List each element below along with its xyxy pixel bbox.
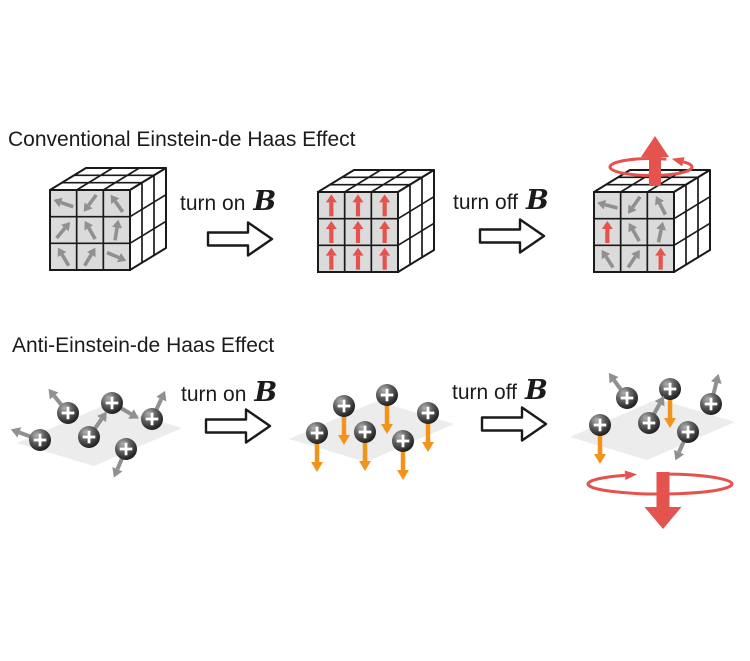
atom-plus-sign [593, 418, 607, 432]
spin-arrow-red [601, 221, 613, 243]
turn-on-text: turn on [181, 383, 247, 406]
atom-plus-sign [358, 425, 372, 439]
atom-plus-sign [119, 442, 133, 456]
rotation-ellipse [586, 470, 734, 496]
atom-plus-sign [310, 426, 324, 440]
atom-plus-sign [337, 399, 351, 413]
atom-plus-sign [620, 391, 634, 405]
transition-arrow [478, 218, 546, 254]
spin-arrow-gray [597, 199, 618, 210]
transition-arrow [204, 408, 272, 444]
atom-plus-sign [704, 397, 718, 411]
moment-arrow-orange [381, 405, 393, 434]
spin-arrow-gray [55, 221, 71, 240]
moment-arrow-orange [397, 451, 409, 480]
spin-arrow-red [379, 247, 391, 270]
atom-plus-sign [82, 430, 96, 444]
atoms-rotating [570, 372, 735, 464]
spin-arrow-red [325, 194, 337, 217]
angular-momentum-arrow [644, 472, 682, 529]
atom-plus-sign [396, 434, 410, 448]
moment-arrow-gray [48, 388, 64, 407]
atom-plus-sign [681, 425, 695, 439]
angular-momentum-indicator [586, 470, 734, 529]
field-symbol: B [526, 185, 549, 216]
spin-arrow-gray [110, 194, 125, 213]
moment-arrow-orange [338, 416, 350, 445]
spin-arrow-red [352, 194, 364, 217]
atom-plus-sign [105, 396, 119, 410]
atom-plus-sign [642, 416, 656, 430]
atom-plus-sign [380, 388, 394, 402]
moment-arrow-gray [93, 411, 107, 430]
spin-arrow-gray [57, 247, 71, 267]
spin-arrow-gray [112, 219, 122, 241]
spin-arrow-gray [84, 220, 97, 240]
atom-plus-sign [33, 433, 47, 447]
moment-arrow-gray [674, 440, 686, 461]
spin-arrow-red [379, 221, 391, 243]
moment-arrow-gray [652, 395, 665, 416]
field-symbol: B [525, 375, 548, 406]
cube-random-spins [49, 167, 167, 271]
moment-arrow-orange [594, 435, 606, 464]
cube-aligned-spins [317, 169, 435, 273]
moment-arrow-orange [422, 423, 434, 452]
spin-arrow-red [379, 194, 391, 217]
row1-turn-on-label: turn on B [180, 188, 276, 216]
spin-arrow-gray [106, 250, 127, 263]
atom-plus-sign [61, 406, 75, 420]
transition-arrow [206, 221, 274, 257]
moment-arrow-gray [154, 390, 167, 411]
rotation-arc [586, 472, 734, 496]
spin-arrow-red [325, 247, 337, 270]
row2-title: Anti-Einstein-de Haas Effect [12, 334, 275, 357]
row1-title: Conventional Einstein-de Haas Effect [8, 128, 356, 151]
turn-on-text: turn on [180, 192, 246, 215]
moment-arrow-orange [664, 399, 676, 428]
spin-arrow-red [655, 247, 667, 270]
moment-arrow-gray [10, 427, 32, 439]
atom-plus-sign [145, 412, 159, 426]
turn-off-text: turn off [452, 381, 517, 404]
moment-arrow-gray [710, 373, 722, 395]
spin-arrow-gray [628, 222, 641, 242]
spin-arrow-gray [627, 195, 642, 214]
row2-turn-off-label: turn off B [452, 377, 548, 405]
cube-rotating [593, 169, 711, 273]
field-symbol: B [254, 377, 278, 408]
atoms-random-spins [10, 388, 182, 478]
rotation-arrowhead [671, 157, 685, 167]
spin-arrow-red [325, 221, 337, 243]
spin-arrow-red [352, 221, 364, 243]
row2-turn-on-label: turn on B [181, 379, 277, 407]
moment-arrow-orange [311, 443, 323, 472]
spin-arrow-red [352, 247, 364, 270]
moment-arrow-gray [608, 372, 623, 392]
moment-arrow-gray [112, 457, 124, 478]
spin-arrow-gray [656, 221, 667, 243]
moment-arrow-orange [359, 442, 371, 471]
spin-arrow-gray [655, 195, 668, 216]
moment-arrow-gray [119, 406, 139, 419]
rotation-ellipse [608, 157, 694, 177]
angular-momentum-indicator [608, 136, 694, 186]
spin-arrow-gray [83, 193, 98, 212]
atom-plus-sign [663, 382, 677, 396]
spin-arrow-gray [601, 249, 615, 269]
rotation-arc [608, 157, 694, 177]
spin-arrow-gray [53, 197, 74, 209]
rotation-arrowhead [624, 470, 638, 481]
field-symbol: B [253, 186, 277, 217]
spin-arrow-gray [83, 247, 96, 267]
turn-off-text: turn off [453, 191, 518, 214]
atoms-aligned-spins [289, 384, 454, 480]
angular-momentum-arrow [641, 136, 669, 186]
row1-turn-off-label: turn off B [453, 187, 549, 215]
atom-plus-sign [421, 406, 435, 420]
transition-arrow [480, 406, 548, 442]
spin-arrow-gray [626, 249, 640, 269]
